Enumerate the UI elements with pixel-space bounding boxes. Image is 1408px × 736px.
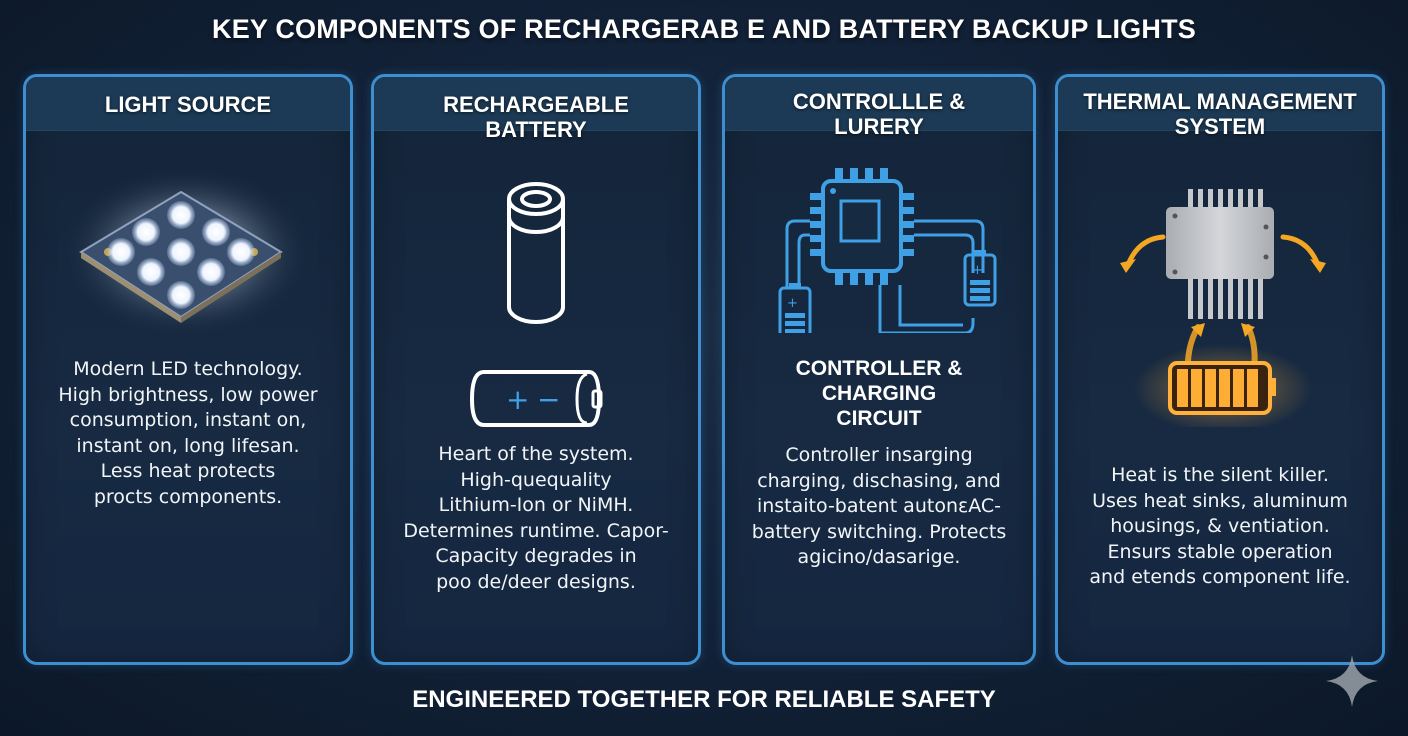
card-thermal-management: THERMAL MANAGEMENT SYSTEM [1055,74,1385,665]
battery-left-icon: + [778,283,812,340]
svg-text:+: + [972,263,983,278]
card-title: RECHARGEABLE BATTERY [443,92,629,142]
card-description: Heart of the system. High-quequality Lit… [403,443,669,593]
card-subheading: CONTROLLER & CHARGING CIRCUIT [795,357,963,430]
card-header: RECHARGEABLE BATTERY [374,77,698,142]
card-description: Modern LED technology. High brightness, … [58,358,318,508]
card-rechargeable-battery: RECHARGEABLE BATTERY + − [371,74,701,665]
card-header: CONTROLLLE & LURERY [725,77,1033,139]
card-title: CONTROLLLE & LURERY [792,89,966,139]
page-title: KEY COMPONENTS OF RECHARGERAB E AND BATT… [212,14,1196,44]
card-light-source: LIGHT SOURCE [23,74,353,665]
card-header: THERMAL MANAGEMENT SYSTEM [1058,77,1382,139]
horizontal-battery-icon: + − [469,370,603,427]
card-header: LIGHT SOURCE [26,77,350,131]
battery-right-icon: + [963,250,997,307]
svg-text:+: + [787,296,798,311]
battery-cell-icon: + − [374,177,698,427]
card-description: Controller insarging charging, dischasin… [751,444,1007,568]
svg-text:+: + [506,383,529,416]
sparkle-icon [1326,655,1378,707]
card-title: LIGHT SOURCE [104,92,272,117]
heat-sink-icon [1058,177,1382,434]
footer-tagline: ENGINEERED TOGETHER FOR RELIABLE SAFETY [412,686,996,713]
card-description: Heat is the silent killer. Uses heat sin… [1089,464,1351,588]
card-title: THERMAL MANAGEMENT SYSTEM [1083,89,1357,139]
led-array-icon [26,167,350,397]
controller-chip-icon: + + [725,163,1033,340]
svg-text:−: − [537,383,560,416]
card-controller: CONTROLLLE & LURERY [722,74,1036,665]
